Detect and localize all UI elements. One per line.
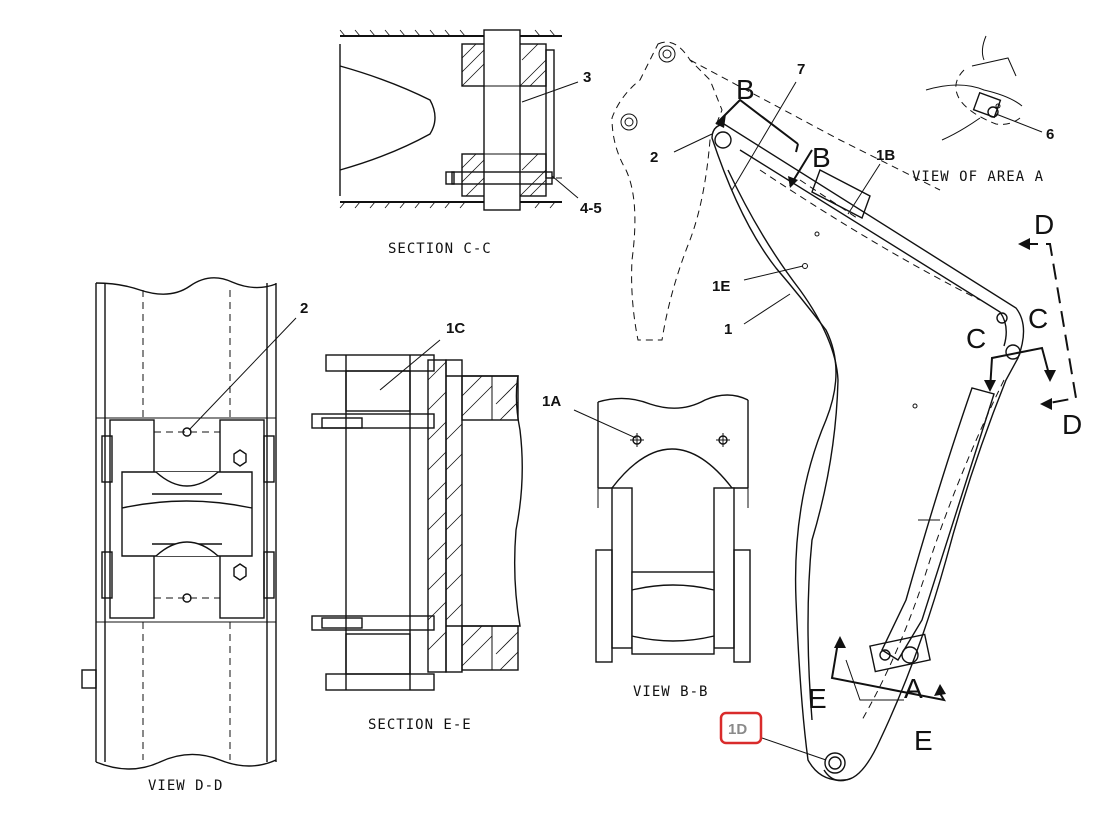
section-markers <box>715 98 1078 702</box>
callout-2-boom: 2 <box>650 149 658 166</box>
callout-7: 7 <box>797 61 805 78</box>
caption-view-bb: VIEW B-B <box>633 684 708 700</box>
view-dd-drawing <box>81 277 277 770</box>
callout-1: 1 <box>724 321 732 338</box>
section-letter-e-1: E <box>808 683 827 714</box>
section-letter-d-1: D <box>1034 209 1054 240</box>
view-area-a-drawing <box>925 35 1023 141</box>
callout-3: 3 <box>583 69 591 86</box>
callout-1a: 1A <box>542 393 561 410</box>
callout-6: 6 <box>1046 126 1054 143</box>
callout-4-5: 4-5 <box>580 200 602 217</box>
section-letter-c-1: C <box>966 323 986 354</box>
caption-view-dd: VIEW D-D <box>148 778 223 794</box>
callout-2-view-dd: 2 <box>300 300 308 317</box>
highlight-box-1d[interactable] <box>719 711 763 745</box>
section-letter-c-2: C <box>1028 303 1048 334</box>
callout-1b: 1B <box>876 147 895 164</box>
section-letter-e-2: E <box>914 725 933 756</box>
section-letter-b-2: B <box>812 142 831 173</box>
section-letter-d-2: D <box>1062 409 1082 440</box>
callout-1d: 1D <box>728 721 747 738</box>
caption-section-ee: SECTION E-E <box>368 717 472 733</box>
section-ee-drawing <box>311 354 523 691</box>
caption-section-cc: SECTION C-C <box>388 241 492 257</box>
callout-1c: 1C <box>446 320 465 337</box>
caption-view-area-a: VIEW OF AREA A <box>912 169 1044 185</box>
view-bb-drawing <box>595 394 751 663</box>
boom-drawing <box>611 41 1025 782</box>
callout-1e: 1E <box>712 278 730 295</box>
section-cc-drawing <box>339 29 562 211</box>
section-letter-a: A <box>904 673 923 704</box>
section-letter-b-1: B <box>736 74 755 105</box>
